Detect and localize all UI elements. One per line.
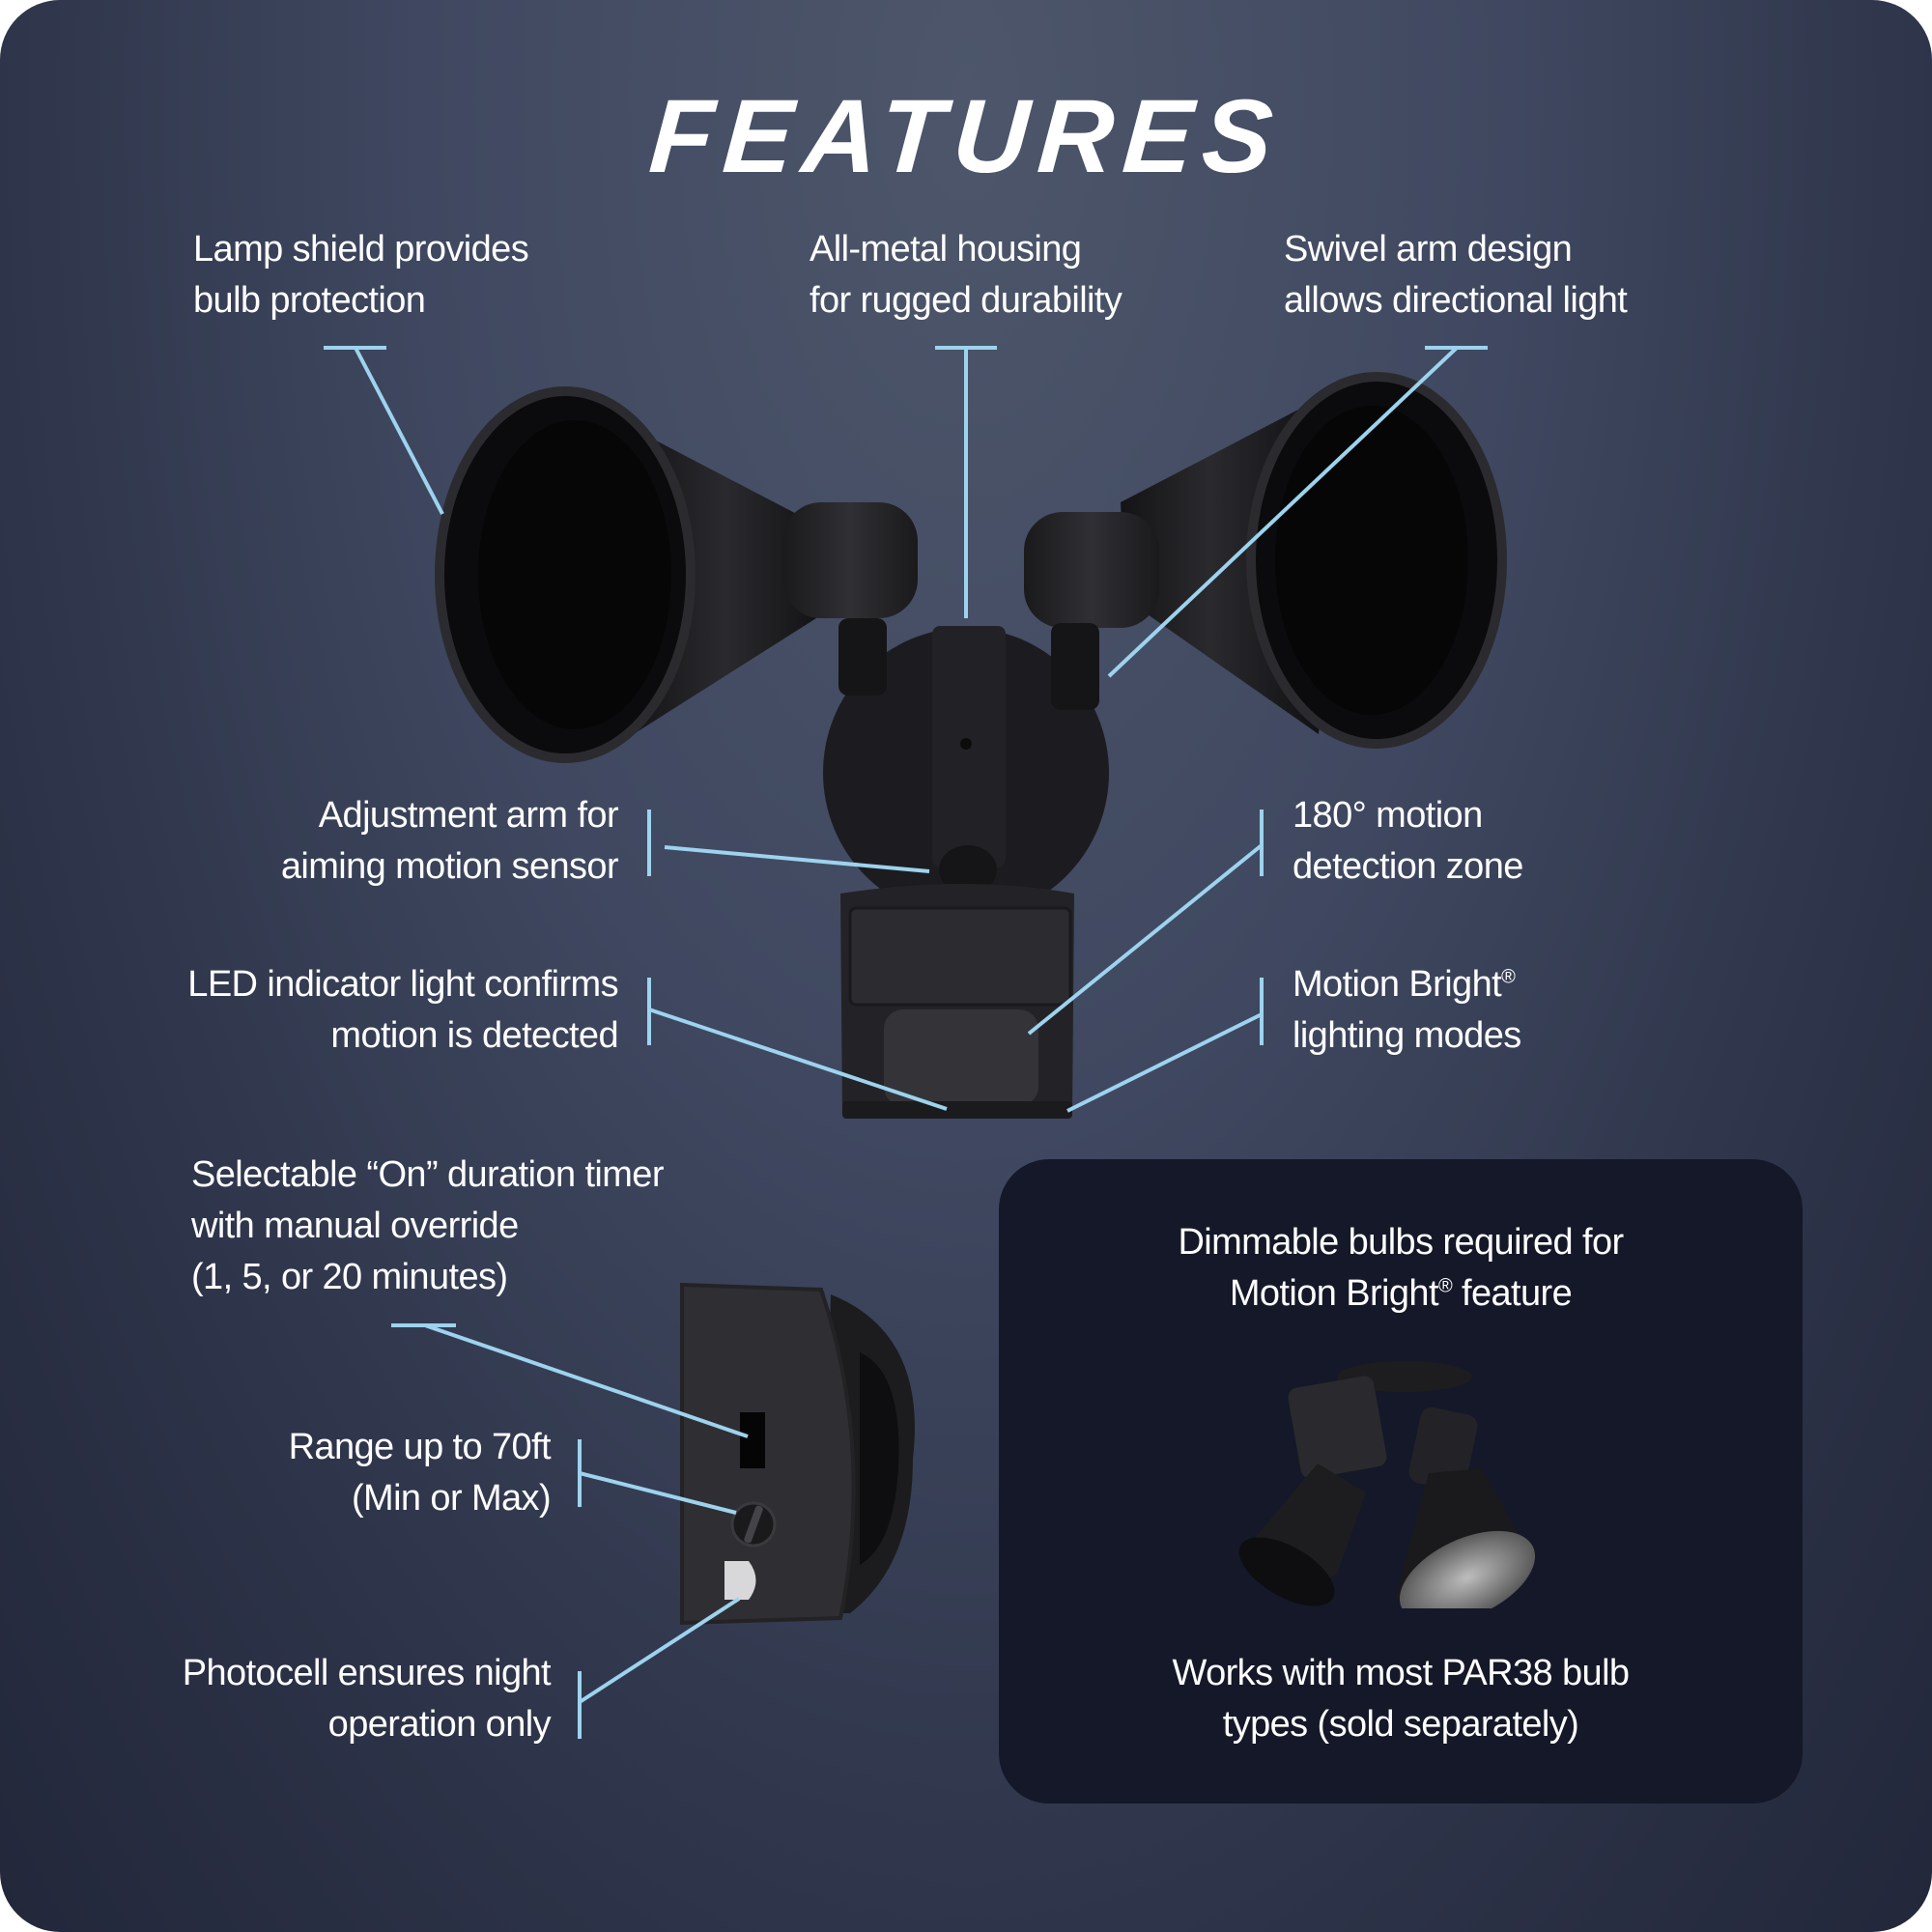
callout-adjustment-arm-line2: aiming motion sensor [280, 846, 619, 887]
callout-timer: Selectable “On” duration timer with manu… [191, 1150, 665, 1303]
callout-swivel-arm-line1: Swivel arm design [1284, 229, 1573, 270]
panel-bottom-line1: Works with most PAR38 bulb [1172, 1653, 1631, 1693]
registered-mark: ® [1501, 966, 1516, 988]
sensor-closeup-image [680, 1282, 915, 1626]
panel-bottom-line2: types (sold separately) [1222, 1704, 1579, 1745]
callout-swivel-arm-line2: allows directional light [1284, 280, 1628, 321]
callout-photocell-line2: operation only [327, 1704, 552, 1745]
callout-motion-zone-line1: 180° motion [1293, 795, 1483, 836]
callout-lamp-shield-line2: bulb protection [193, 280, 426, 321]
callout-photocell-line1: Photocell ensures night [182, 1653, 552, 1693]
par38-floodlight-image [1238, 1361, 1536, 1608]
panel-top-line2-suffix: feature [1452, 1273, 1573, 1314]
callout-led-indicator: LED indicator light confirms motion is d… [135, 959, 618, 1062]
registered-mark: ® [1437, 1275, 1453, 1297]
panel-bottom-text: Works with most PAR38 bulb types (sold s… [999, 1648, 1803, 1750]
panel-top-line2-prefix: Motion Bright [1229, 1273, 1439, 1314]
callout-adjustment-arm-line1: Adjustment arm for [318, 795, 619, 836]
callout-motion-zone: 180° motion detection zone [1293, 790, 1523, 893]
callout-led-indicator-line2: motion is detected [330, 1015, 618, 1056]
callout-timer-line3: (1, 5, or 20 minutes) [191, 1257, 508, 1297]
callout-lamp-shield-line1: Lamp shield provides [193, 229, 529, 270]
panel-top-text: Dimmable bulbs required for Motion Brigh… [999, 1217, 1803, 1320]
callout-range-line2: (Min or Max) [351, 1478, 552, 1519]
callout-range: Range up to 70ft (Min or Max) [193, 1422, 552, 1524]
panel-top-line1: Dimmable bulbs required for [1178, 1222, 1624, 1263]
callout-motion-zone-line2: detection zone [1293, 846, 1523, 887]
callout-motion-bright-line2: lighting modes [1293, 1015, 1521, 1056]
callout-adjustment-arm: Adjustment arm for aiming motion sensor [193, 790, 619, 893]
callout-range-line1: Range up to 70ft [288, 1427, 552, 1467]
callout-metal-housing-line2: for rugged durability [810, 280, 1122, 321]
callout-timer-line2: with manual override [191, 1206, 519, 1246]
callout-swivel-arm: Swivel arm design allows directional lig… [1284, 224, 1628, 327]
page-title: FEATURES [645, 77, 1287, 194]
callout-motion-bright-line1: Motion Bright [1293, 964, 1502, 1005]
callout-lamp-shield: Lamp shield provides bulb protection [193, 224, 529, 327]
bulb-info-panel: Dimmable bulbs required for Motion Brigh… [999, 1159, 1803, 1804]
callout-motion-bright: Motion Bright® lighting modes [1293, 959, 1521, 1062]
callout-photocell: Photocell ensures night operation only [145, 1648, 552, 1750]
callout-timer-line1: Selectable “On” duration timer [191, 1154, 665, 1195]
callout-metal-housing-line1: All-metal housing [810, 229, 1082, 270]
callout-led-indicator-line1: LED indicator light confirms [187, 964, 618, 1005]
callout-metal-housing: All-metal housing for rugged durability [810, 224, 1122, 327]
